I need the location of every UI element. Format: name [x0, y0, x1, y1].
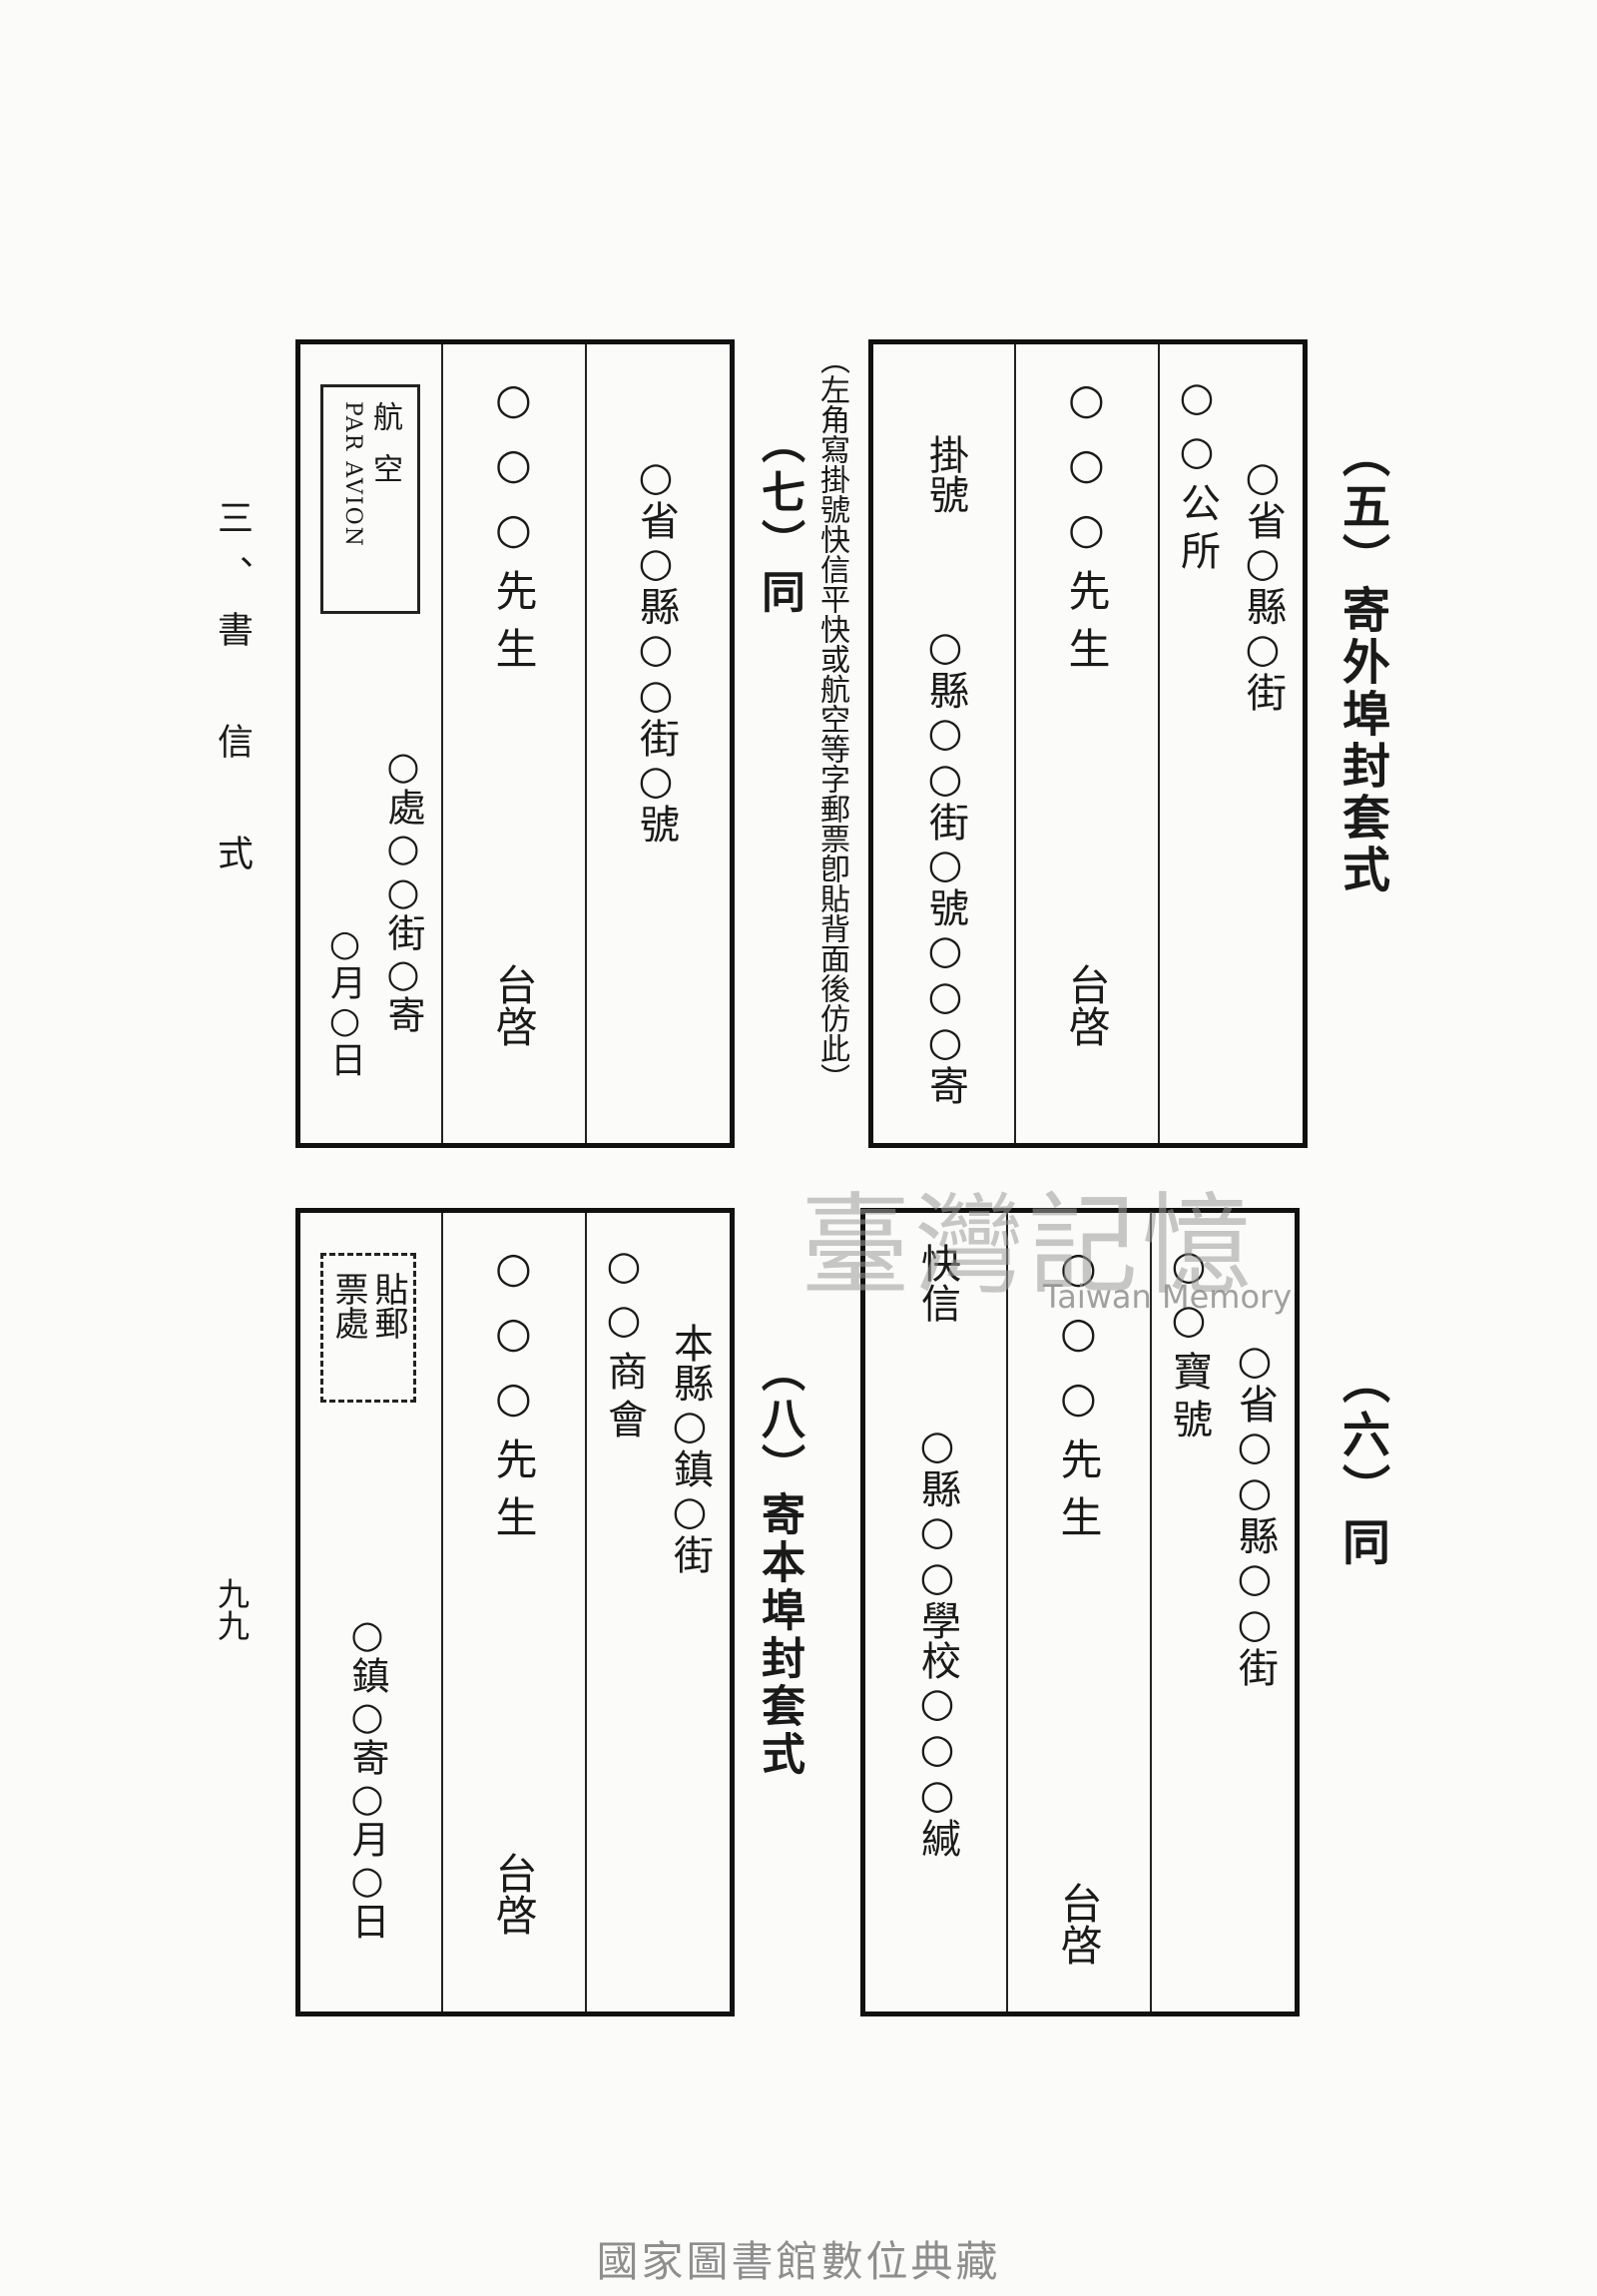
stamp-area-text-2: 票處: [328, 1272, 368, 1340]
env8-salutation: 台啓: [489, 1852, 538, 1936]
envelope-section6: ○省○○縣○○街 ○○寶號 ○○○先生 台啓 快信 ○縣○○學校○○○緘: [860, 1208, 1300, 2016]
footer-credit: 國家圖書館數位典藏: [596, 2237, 1001, 2286]
margin-title: 三、書 信 式: [212, 499, 253, 890]
air-mail-zh: 航空: [367, 401, 402, 505]
env8-sender: ○鎮○寄○月○日: [345, 1612, 389, 1940]
env5-recipient-address: ○省○縣○街: [1240, 454, 1286, 712]
env5-recipient-name: ○○○先生: [1062, 374, 1111, 685]
section7-heading: （七）同: [754, 419, 804, 619]
stamp-area-label: 貼郵 票處: [320, 1253, 416, 1403]
env6-salutation: 台啓: [1054, 1882, 1103, 1966]
env7-salutation: 台啓: [489, 963, 538, 1047]
watermark-logo: 臺灣記憶: [800, 1182, 1256, 1310]
envelope-section7: ○省○縣○○街○號 ○○○先生 台啓 ○處○○街○寄 ○月○日 航空 PAR A…: [295, 339, 735, 1148]
envelope-section5: ○省○縣○街 ○○公所 ○○○先生 台啓 掛號 ○縣○○街○號○○○寄: [868, 339, 1308, 1148]
page-number: 九九: [213, 1577, 251, 1641]
env5-sender: ○縣○○街○號○○○寄: [922, 624, 968, 1105]
env7-sender-address: ○處○○街○寄: [381, 744, 425, 1033]
env8-recipient-chamber: ○○商會: [601, 1243, 647, 1446]
env7-recipient-address: ○省○縣○○街○號: [633, 454, 679, 844]
air-mail-label: 航空 PAR AVION: [320, 384, 420, 614]
envelope-section8: 本縣○鎮○街 ○○商會 ○○○先生 台啓 ○鎮○寄○月○日 貼郵 票處: [295, 1208, 735, 2016]
section6-heading: （六）同: [1333, 1356, 1389, 1571]
env5-salutation: 台啓: [1062, 963, 1111, 1047]
env7-recipient-name: ○○○先生: [489, 374, 538, 685]
env6-sender: ○縣○○學校○○○緘: [914, 1423, 960, 1858]
stamp-area-text-1: 貼郵: [368, 1272, 408, 1340]
env5-registered-mark: 掛號: [922, 434, 968, 514]
env6-express-mark: 快信: [914, 1243, 960, 1323]
section5-note: （左角寫掛號快信平快或航空等字郵票卽貼背面後仿此）: [814, 344, 849, 1093]
section5-heading: （五）寄外埠封套式: [1333, 429, 1389, 896]
env8-recipient-address: 本縣○鎮○街: [667, 1323, 713, 1574]
air-mail-fr: PAR AVION: [340, 401, 365, 548]
env7-date: ○月○日: [324, 923, 365, 1077]
env6-recipient-name: ○○○先生: [1054, 1243, 1103, 1553]
watermark-logo-en: Taiwan Memory: [1043, 1278, 1293, 1316]
env6-recipient-shop: ○○寶號: [1166, 1243, 1212, 1446]
section8-heading: （八）寄本埠封套式: [754, 1348, 804, 1779]
env8-recipient-name: ○○○先生: [489, 1243, 538, 1553]
env6-recipient-address: ○省○○縣○○街: [1232, 1338, 1278, 1687]
env5-recipient-office: ○○公所: [1174, 374, 1220, 578]
